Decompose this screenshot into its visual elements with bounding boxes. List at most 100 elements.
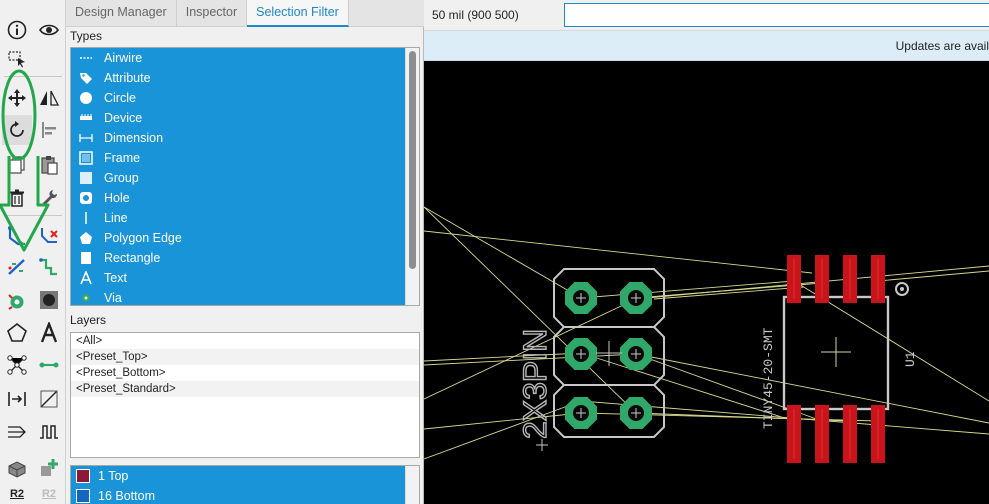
type-item-label: Rectangle: [104, 251, 161, 265]
types-scroll-thumb[interactable]: [409, 51, 416, 269]
board-canvas[interactable]: 2X3PIN TINY45-20-SMT U1: [424, 61, 989, 504]
pin1-dot: [900, 287, 904, 291]
board-drawing[interactable]: 2X3PIN TINY45-20-SMT U1: [424, 61, 989, 504]
type-item-attribute[interactable]: Attribute: [71, 68, 405, 88]
select-marquee-icon[interactable]: [2, 44, 32, 74]
type-item-label: Group: [104, 171, 139, 185]
arc-tool-icon[interactable]: [34, 384, 64, 414]
type-item-hole[interactable]: Hole: [71, 188, 405, 208]
side-panel: Design Manager Inspector Selection Filte…: [66, 0, 424, 504]
tab-inspector[interactable]: Inspector: [177, 0, 248, 27]
ripup-icon[interactable]: [34, 221, 64, 251]
update-message: Updates are avail: [895, 39, 989, 53]
pad: [620, 338, 652, 370]
tab-design-manager[interactable]: Design Manager: [66, 0, 177, 27]
text-icon: [77, 270, 95, 286]
annotation-arrow-icon: [0, 69, 50, 252]
type-item-text[interactable]: Text: [71, 268, 405, 288]
list-item[interactable]: <All>: [76, 335, 103, 347]
tag-icon: [77, 70, 95, 86]
text-tool-icon[interactable]: [34, 318, 64, 348]
r2-label: R2: [9, 488, 25, 500]
hole-icon: [77, 190, 95, 206]
pad: [620, 282, 652, 314]
type-item-via[interactable]: Via: [71, 288, 405, 305]
type-item-label: Text: [104, 271, 127, 285]
chip-center-cross: [821, 337, 851, 367]
header-label: 2X3PIN: [517, 329, 553, 439]
wrench-icon[interactable]: [34, 183, 64, 213]
circle-icon: [77, 90, 95, 106]
delete-icon[interactable]: [2, 183, 32, 213]
list-item[interactable]: <Preset_Bottom>: [76, 367, 166, 379]
layer-label: 16 Bottom: [98, 489, 155, 503]
paste-icon[interactable]: [34, 150, 64, 180]
group-icon: [77, 170, 95, 186]
info-icon[interactable]: [2, 15, 32, 45]
tab-selection-filter[interactable]: Selection Filter: [247, 0, 349, 27]
pad: [565, 338, 597, 370]
type-item-label: Line: [104, 211, 128, 225]
device-icon: [77, 110, 95, 126]
layers-heading: Layers: [70, 313, 107, 327]
list-item[interactable]: <Preset_Top>: [71, 349, 419, 365]
frame-icon: [77, 150, 95, 166]
length-tune-icon[interactable]: [34, 417, 64, 447]
meander-icon[interactable]: [34, 252, 64, 282]
types-scrollbar[interactable]: [405, 48, 419, 305]
bus-tool-icon[interactable]: [2, 417, 32, 447]
type-item-label: Circle: [104, 91, 136, 105]
r2-button[interactable]: R2: [2, 484, 32, 504]
type-item-label: Frame: [104, 151, 141, 165]
move-icon[interactable]: [2, 83, 32, 113]
type-item-airwire[interactable]: Airwire: [71, 48, 405, 68]
r2-dim-label: R2: [41, 488, 57, 500]
coordinate-display: 50 mil (900 500): [432, 8, 519, 22]
type-item-line[interactable]: Line: [71, 208, 405, 228]
type-item-label: Hole: [104, 191, 130, 205]
pad-tool-icon[interactable]: [34, 285, 64, 315]
eye-icon[interactable]: [34, 15, 64, 45]
command-bar: 50 mil (900 500): [424, 0, 989, 31]
add-green-icon[interactable]: [34, 452, 64, 482]
polygon-tool-icon[interactable]: [2, 318, 32, 348]
layer-row-top[interactable]: 1 Top: [71, 466, 405, 486]
layers-splitter[interactable]: [70, 458, 420, 464]
type-item-label: Attribute: [104, 71, 151, 85]
pad: [565, 397, 597, 429]
type-item-label: Via: [104, 291, 122, 305]
pad: [565, 282, 597, 314]
chip-outline: [782, 295, 890, 411]
add-part-icon[interactable]: [2, 452, 32, 482]
layer-presets-list[interactable]: <All> <Preset_Top> <Preset_Bottom> <Pres…: [70, 332, 420, 458]
line-icon: [77, 210, 95, 226]
type-item-frame[interactable]: Frame: [71, 148, 405, 168]
layers-list[interactable]: 1 Top 16 Bottom: [70, 465, 420, 504]
airwire-icon: [77, 50, 95, 66]
align-icon[interactable]: [34, 115, 64, 145]
origin-cross: [536, 341, 622, 451]
wire-tool-icon[interactable]: [34, 350, 64, 380]
layer-label: 1 Top: [98, 469, 129, 483]
r2-dim-button[interactable]: R2: [34, 484, 64, 504]
type-item-device[interactable]: Device: [71, 108, 405, 128]
layers-scrollbar[interactable]: [405, 466, 419, 504]
optimize-icon[interactable]: [2, 252, 32, 282]
type-item-polygon-edge[interactable]: Polygon Edge: [71, 228, 405, 248]
list-item[interactable]: <Preset_Standard>: [71, 381, 419, 397]
type-item-group[interactable]: Group: [71, 168, 405, 188]
header-outline: [553, 268, 665, 438]
pin-swap-icon[interactable]: [2, 384, 32, 414]
type-item-circle[interactable]: Circle: [71, 88, 405, 108]
net-icon[interactable]: [2, 350, 32, 380]
type-item-rectangle[interactable]: Rectangle: [71, 248, 405, 268]
pad: [620, 397, 652, 429]
layer-row-bottom[interactable]: 16 Bottom: [71, 486, 405, 504]
mirror-icon[interactable]: [34, 83, 64, 113]
type-item-dimension[interactable]: Dimension: [71, 128, 405, 148]
via-tool-icon[interactable]: [2, 285, 32, 315]
command-input[interactable]: [564, 3, 989, 27]
layer-color-swatch: [76, 469, 90, 483]
